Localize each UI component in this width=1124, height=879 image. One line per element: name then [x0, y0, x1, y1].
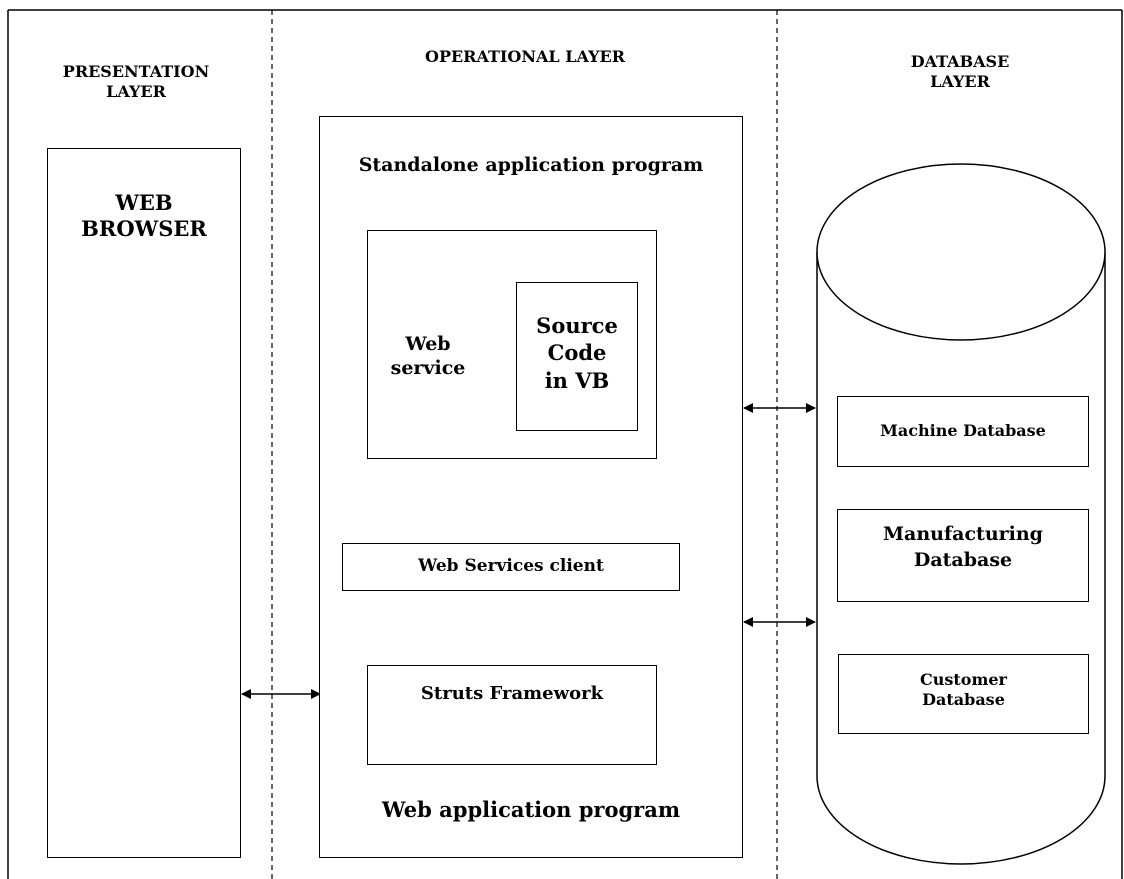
standalone-inner-box	[367, 230, 657, 459]
struts-framework-label: Struts Framework	[420, 683, 604, 704]
manufacturing-database-box	[837, 509, 1089, 602]
database-layer-heading: DATABASE LAYER	[910, 52, 1010, 91]
machine-database-label: Machine Database	[880, 421, 1046, 440]
struts-framework-box	[367, 665, 657, 765]
source-code-label: Source Code in VB	[536, 313, 618, 393]
operational-layer-heading: OPERATIONAL LAYER	[425, 47, 625, 66]
web-app-label: Web application program	[381, 797, 681, 822]
web-browser-box	[47, 148, 241, 858]
source-code-box	[516, 282, 638, 431]
manufacturing-database-label: Manufacturing Database	[883, 523, 1043, 571]
web-browser-label: WEB BROWSER	[81, 190, 207, 242]
customer-database-label: Customer Database	[920, 670, 1007, 709]
customer-database-box	[838, 654, 1089, 734]
machine-database-box	[837, 396, 1089, 467]
outer-frame	[7, 9, 1123, 879]
web-services-client-label: Web Services client	[418, 556, 604, 576]
web-service-label: Web service	[390, 333, 466, 379]
standalone-app-label: Standalone application program	[358, 154, 704, 176]
web-services-client-box	[342, 543, 680, 591]
presentation-layer-heading: PRESENTATION LAYER	[62, 62, 210, 101]
